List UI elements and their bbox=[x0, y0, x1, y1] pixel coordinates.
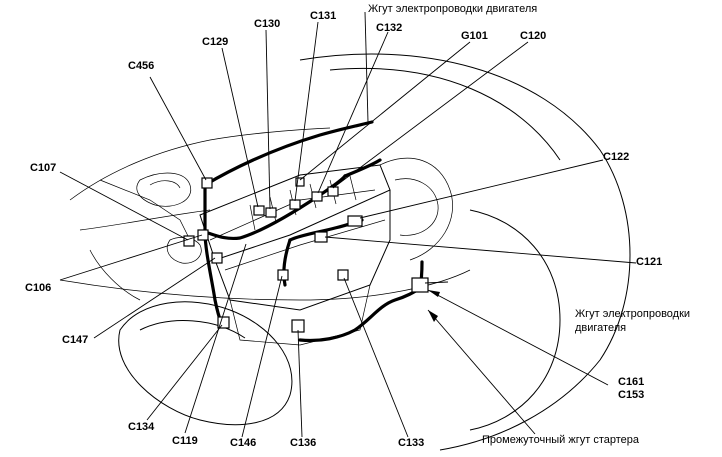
connector-c134-block bbox=[217, 316, 230, 329]
connector-label-c132: C132 bbox=[376, 22, 403, 34]
connector-c161-block bbox=[411, 277, 429, 293]
connector-c147-block bbox=[211, 252, 223, 264]
engine-harness-right-label-line1: Жгут электропроводки bbox=[575, 308, 691, 320]
connector-c130-block bbox=[265, 207, 277, 218]
connector-label-g101: G101 bbox=[461, 30, 488, 42]
connector-c146-block bbox=[277, 269, 289, 281]
connector-label-c134: C134 bbox=[128, 421, 155, 433]
connector-label-c122: C122 bbox=[603, 151, 630, 163]
connector-label-c131: C131 bbox=[310, 10, 337, 22]
connector-label-c107: C107 bbox=[30, 162, 57, 174]
connector-c122-block bbox=[347, 215, 363, 227]
connector-label-c146: C146 bbox=[230, 437, 257, 449]
connector-c132-block bbox=[311, 191, 323, 202]
connector-label-c106: C106 bbox=[25, 282, 52, 294]
connector-label-c456: C456 bbox=[128, 60, 155, 72]
connector-label-c161: C161 bbox=[618, 376, 645, 388]
connector-label-c119: C119 bbox=[172, 435, 198, 447]
connector-c456-block bbox=[201, 177, 213, 189]
connector-label-c130: C130 bbox=[254, 18, 281, 30]
connector-label-c136: C136 bbox=[290, 437, 317, 449]
connector-c106-block bbox=[197, 229, 209, 241]
connector-label-c147: C147 bbox=[62, 334, 89, 346]
connector-blocks bbox=[183, 177, 429, 333]
starter-sub-harness-label: Промежуточный жгут стартера bbox=[482, 434, 640, 446]
connector-g101-block bbox=[295, 177, 305, 187]
connector-c120-block bbox=[327, 186, 339, 197]
wiring-harness bbox=[203, 120, 424, 343]
connector-c107-block bbox=[183, 235, 195, 247]
leader-lines bbox=[59, 11, 637, 438]
engine-harness-top-label: Жгут электропроводки двигателя bbox=[368, 3, 538, 15]
connector-label-c120: C120 bbox=[520, 30, 547, 42]
connector-c129-block bbox=[253, 205, 265, 216]
connector-c131-block bbox=[289, 199, 301, 210]
connector-label-c121: C121 bbox=[636, 256, 663, 268]
connector-label-c129: C129 bbox=[202, 36, 229, 48]
connector-label-c153: C153 bbox=[618, 389, 645, 401]
vehicle-outline bbox=[59, 53, 631, 451]
engine-harness-right-label-line2: двигателя bbox=[575, 322, 627, 334]
connector-c133-block bbox=[337, 269, 349, 281]
connector-label-c133: C133 bbox=[398, 437, 425, 449]
